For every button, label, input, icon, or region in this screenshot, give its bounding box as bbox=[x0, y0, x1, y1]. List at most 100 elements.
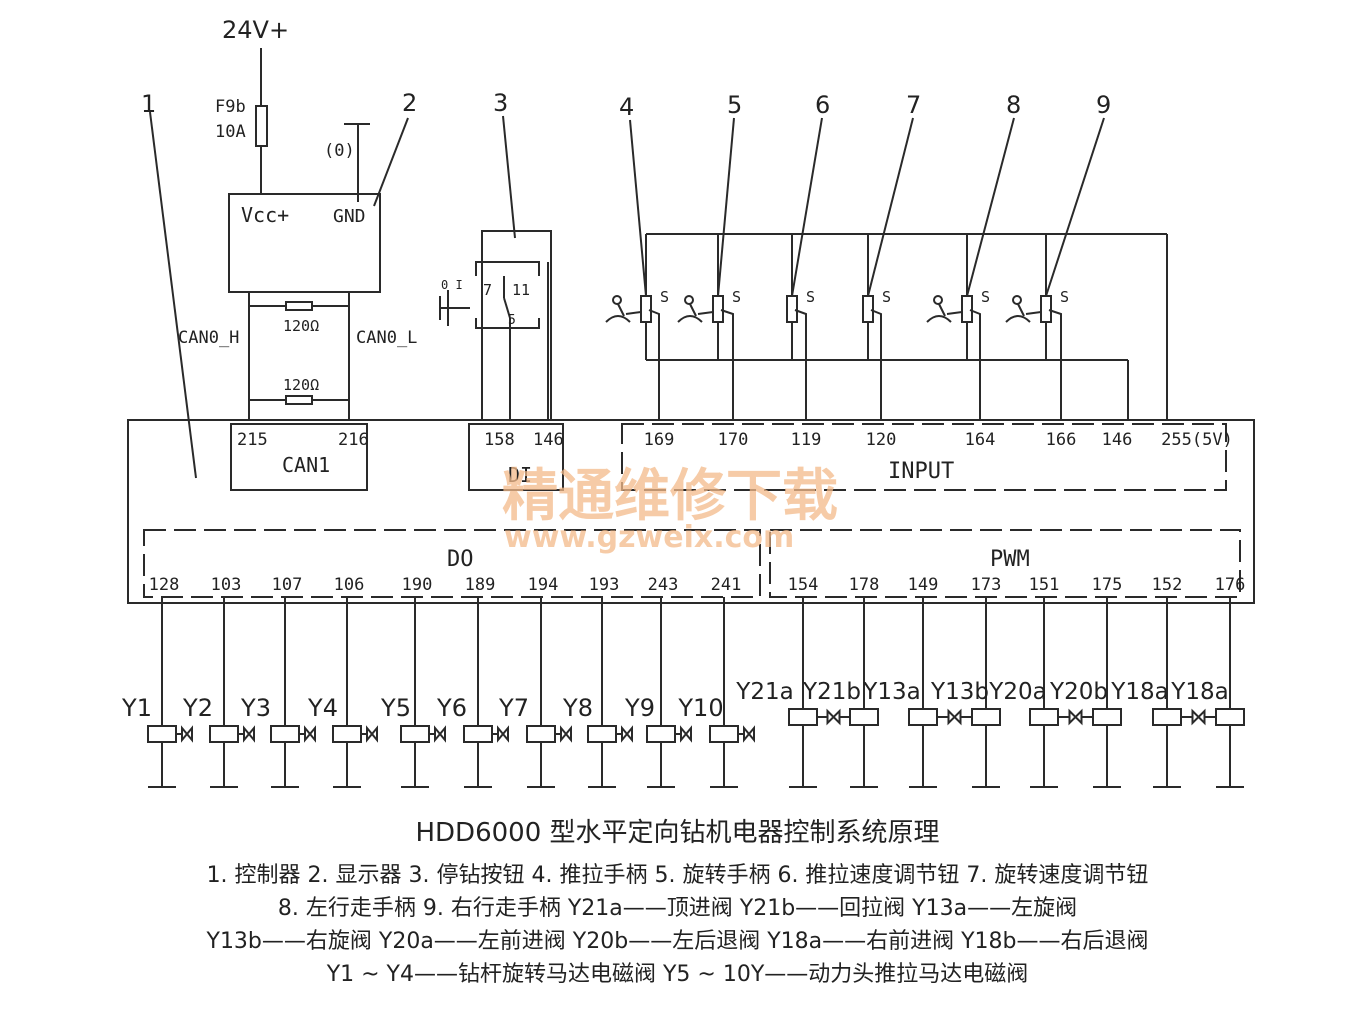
valve-symbol bbox=[680, 725, 692, 743]
stop-button-box bbox=[481, 230, 552, 421]
do-valve-circuit-3 bbox=[270, 597, 316, 788]
do-valve-circuit-4 bbox=[332, 597, 378, 788]
input-device-9 bbox=[1005, 234, 1062, 420]
valve-symbol bbox=[1191, 708, 1206, 726]
input-pin-166: 166 bbox=[1046, 430, 1077, 450]
valve-symbol bbox=[743, 725, 755, 743]
supply-label: 24V+ bbox=[222, 16, 289, 44]
input-pin-164: 164 bbox=[965, 430, 996, 450]
di-pin-158: 158 bbox=[484, 430, 515, 450]
can1-block-name: CAN1 bbox=[282, 453, 330, 477]
can1-block bbox=[230, 423, 368, 491]
sensor-mark-8: S bbox=[981, 288, 990, 306]
callout-9: 9 bbox=[1096, 91, 1111, 119]
do-valve-circuit-7 bbox=[526, 597, 572, 788]
input-block-name: INPUT bbox=[888, 459, 954, 484]
input-device-4 bbox=[605, 234, 660, 420]
valve-symbol bbox=[181, 725, 193, 743]
do-pin-193: 193 bbox=[589, 575, 620, 595]
do-block-name: DO bbox=[447, 547, 474, 572]
do-valve-circuit-8 bbox=[587, 597, 633, 788]
pwm-pin-152: 152 bbox=[1152, 575, 1183, 595]
do-valve-label-Y9: Y9 bbox=[624, 694, 655, 722]
do-pin-128: 128 bbox=[149, 575, 180, 595]
input-pin-119: 119 bbox=[791, 430, 822, 450]
can-l-label: CAN0_L bbox=[356, 328, 417, 348]
callout-5: 5 bbox=[727, 91, 742, 119]
caption-line-3: Y13b——右旋阀 Y20a——左前进阀 Y20b——左后退阀 Y18a——右前… bbox=[206, 929, 1149, 954]
valve-symbol bbox=[243, 725, 255, 743]
input-devices bbox=[605, 234, 1062, 420]
button-contact-label: 0 I bbox=[441, 278, 463, 292]
caption-line-2: 8. 左行走手柄 9. 右行走手柄 Y21a——顶进阀 Y21b——回拉阀 Y1… bbox=[277, 896, 1078, 921]
valve-symbol bbox=[366, 725, 378, 743]
do-valve-label-Y6: Y6 bbox=[436, 694, 467, 722]
do-valve-label-Y4: Y4 bbox=[307, 694, 338, 722]
can1-pin-216: 216 bbox=[338, 430, 369, 450]
pwm-valve-pair-1 bbox=[788, 597, 879, 788]
pwm-valve-label-6: Y20b bbox=[1049, 679, 1108, 705]
pwm-pin-176: 176 bbox=[1215, 575, 1246, 595]
display-box bbox=[228, 193, 381, 293]
do-pin-194: 194 bbox=[528, 575, 559, 595]
can-h-label: CAN0_H bbox=[178, 328, 239, 348]
input-pin-120: 120 bbox=[866, 430, 897, 450]
valve-symbol bbox=[434, 725, 446, 743]
dashed-blocks bbox=[143, 423, 1241, 598]
do-valve-label-Y3: Y3 bbox=[240, 694, 271, 722]
do-valve-circuit-9 bbox=[646, 597, 692, 788]
do-pin-103: 103 bbox=[211, 575, 242, 595]
sensor-mark-7: S bbox=[882, 288, 891, 306]
do-block bbox=[143, 529, 761, 598]
do-pin-190: 190 bbox=[402, 575, 433, 595]
caption-title: HDD6000 型水平定向钻机电器控制系统原理 bbox=[415, 818, 940, 848]
valve-lines bbox=[147, 597, 1245, 788]
watermark-url: www.gzweix.com bbox=[504, 520, 794, 555]
input-pin-146: 146 bbox=[1102, 430, 1133, 450]
pwm-pin-175: 175 bbox=[1092, 575, 1123, 595]
display-vcc: Vcc+ bbox=[241, 203, 289, 227]
valve-symbol bbox=[621, 725, 633, 743]
do-pin-189: 189 bbox=[465, 575, 496, 595]
do-valve-circuit-10 bbox=[709, 597, 755, 788]
sensor-mark-5: S bbox=[732, 288, 741, 306]
callout-1: 1 bbox=[141, 90, 156, 118]
caption-line-1: 1. 控制器 2. 显示器 3. 停钻按钮 4. 推拉手柄 5. 旋转手柄 6.… bbox=[206, 863, 1149, 888]
pwm-valve-label-4: Y13b bbox=[930, 679, 989, 705]
button-pin-11: 11 bbox=[512, 281, 530, 299]
do-valve-label-Y10: Y10 bbox=[677, 694, 723, 722]
pwm-pin-173: 173 bbox=[971, 575, 1002, 595]
input-device-5 bbox=[677, 234, 734, 420]
di-pin-146: 146 bbox=[533, 430, 564, 450]
do-valve-label-Y8: Y8 bbox=[562, 694, 593, 722]
sensor-mark-6: S bbox=[806, 288, 815, 306]
do-valve-label-Y1: Y1 bbox=[121, 694, 152, 722]
pwm-valve-label-1: Y21a bbox=[735, 679, 793, 705]
caption-line-4: Y1 ~ Y4——钻杆旋转马达电磁阀 Y5 ~ 10Y——动力头推拉马达电磁阀 bbox=[326, 962, 1029, 987]
pwm-valve-label-5: Y20a bbox=[988, 679, 1046, 705]
do-valve-label-Y7: Y7 bbox=[498, 694, 529, 722]
terminator-top-label: 120Ω bbox=[283, 317, 319, 335]
pwm-valve-pair-4 bbox=[1152, 597, 1245, 788]
controller-box bbox=[127, 419, 1255, 604]
pwm-valve-pair-3 bbox=[1029, 597, 1122, 788]
do-pin-243: 243 bbox=[648, 575, 679, 595]
terminator-bottom bbox=[285, 395, 313, 405]
input-block bbox=[621, 423, 1227, 491]
sensor-mark-4: S bbox=[660, 288, 669, 306]
do-valve-label-Y5: Y5 bbox=[380, 694, 411, 722]
callout-6: 6 bbox=[815, 91, 830, 119]
pwm-pin-151: 151 bbox=[1029, 575, 1060, 595]
sensor-mark-9: S bbox=[1060, 288, 1069, 306]
do-valve-circuit-1 bbox=[147, 597, 193, 788]
do-valve-circuit-5 bbox=[400, 597, 446, 788]
fuse-rating: 10A bbox=[215, 122, 246, 142]
input-pin-169: 169 bbox=[644, 430, 675, 450]
di-block bbox=[468, 423, 564, 491]
terminator-top bbox=[285, 301, 313, 311]
pwm-block bbox=[769, 529, 1241, 598]
input-pin-255(5V): 255(5V) bbox=[1161, 430, 1233, 450]
valve-symbol bbox=[560, 725, 572, 743]
